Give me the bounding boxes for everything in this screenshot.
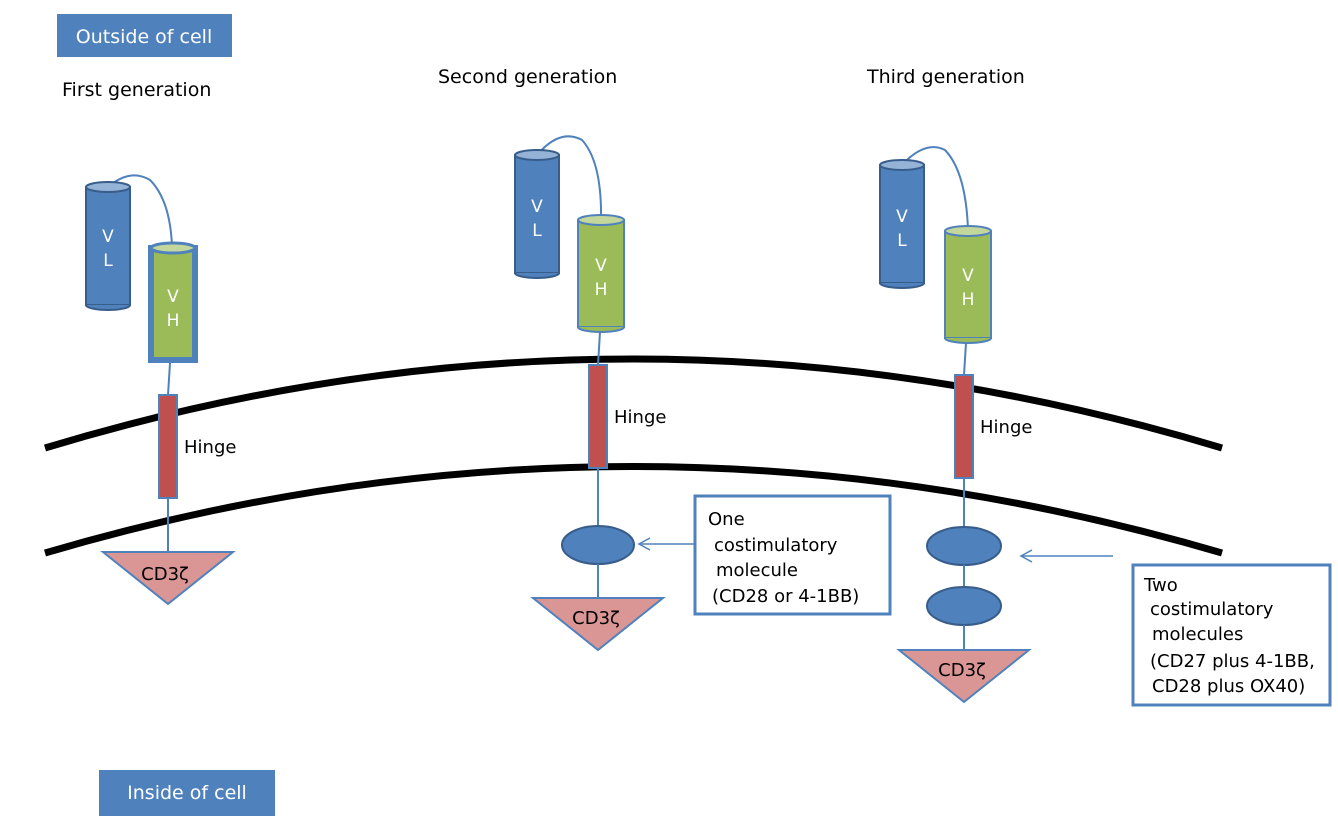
third-generation-construct: Third generation V L V H Hinge CD3ζ: [866, 66, 1113, 704]
vl-cylinder-top: [879, 159, 925, 171]
cd3-zeta-label: CD3ζ: [141, 564, 189, 585]
cd3-zeta-label: CD3ζ: [938, 660, 986, 681]
vh-letter-v: V: [962, 266, 974, 286]
cd3-zeta-label: CD3ζ: [572, 608, 620, 629]
inside-cell-label: Inside of cell: [127, 782, 247, 804]
vl-letter-v: V: [102, 227, 114, 247]
callout-line-5: CD28 plus OX40): [1152, 676, 1305, 697]
cd3-zeta-triangle: [896, 649, 1032, 704]
vl-letter-v: V: [531, 197, 543, 217]
vl-letter-l: L: [103, 251, 113, 271]
linker: [901, 146, 969, 231]
vh-cylinder-top: [577, 214, 625, 226]
hinge-bar: [954, 374, 974, 479]
callout-line-3: molecules: [1152, 624, 1243, 645]
first-generation-construct: First generation V L V H Hinge CD3ζ: [62, 79, 236, 606]
hinge-label: Hinge: [980, 417, 1032, 438]
vh-cylinder-top: [944, 225, 992, 237]
third-generation-title: Third generation: [866, 66, 1025, 88]
hinge-label: Hinge: [614, 407, 666, 428]
vl-cylinder-top: [514, 149, 560, 161]
second-generation-title: Second generation: [438, 66, 617, 88]
vh-letter-v: V: [167, 287, 179, 307]
vh-cylinder-top: [149, 241, 197, 255]
vh-letter-h: H: [962, 290, 975, 310]
hinge-label: Hinge: [184, 437, 236, 458]
membrane-inner-line: [44, 463, 1223, 557]
membrane-outer-line: [43, 355, 1224, 452]
inside-cell-tag: [99, 770, 275, 816]
outside-cell-label: Outside of cell: [76, 26, 212, 48]
vh-letter-v: V: [595, 256, 607, 276]
linker: [536, 135, 603, 221]
first-generation-title: First generation: [62, 79, 211, 101]
hinge-bar: [588, 364, 608, 469]
vl-letter-v: V: [896, 207, 908, 227]
linker: [107, 174, 173, 247]
costimulatory-domain: [561, 525, 635, 565]
cd3-zeta-triangle: [100, 551, 236, 606]
costimulatory-domain-2: [926, 586, 1002, 626]
callout-line-1: Two: [1143, 575, 1178, 596]
callout-line-3: molecule: [716, 560, 798, 581]
callout-line-2: costimulatory: [1150, 599, 1274, 620]
callout-line-4: (CD27 plus 4-1BB,: [1150, 651, 1315, 672]
outside-cell-tag: [57, 14, 232, 57]
vl-letter-l: L: [897, 231, 907, 251]
callout-line-2: costimulatory: [714, 535, 838, 556]
cd3-zeta-triangle: [530, 597, 666, 652]
callout-two-costimulatory: Two costimulatory molecules (CD27 plus 4…: [1131, 563, 1332, 707]
vh-cylinder: [148, 245, 198, 363]
vl-cylinder-top: [85, 181, 131, 193]
callout-line-1: One: [708, 509, 745, 530]
vh-letter-h: H: [167, 311, 180, 331]
costimulatory-domain-1: [926, 526, 1002, 566]
vl-letter-l: L: [532, 221, 542, 241]
hinge-bar: [158, 394, 178, 499]
callout-line-4: (CD28 or 4-1BB): [712, 586, 859, 607]
vl-cylinder: [514, 154, 560, 274]
callout-one-costimulatory: One costimulatory molecule (CD28 or 4-1B…: [693, 494, 892, 616]
second-generation-construct: Second generation V L V H Hinge CD3ζ: [438, 66, 695, 652]
vh-letter-h: H: [595, 280, 608, 300]
